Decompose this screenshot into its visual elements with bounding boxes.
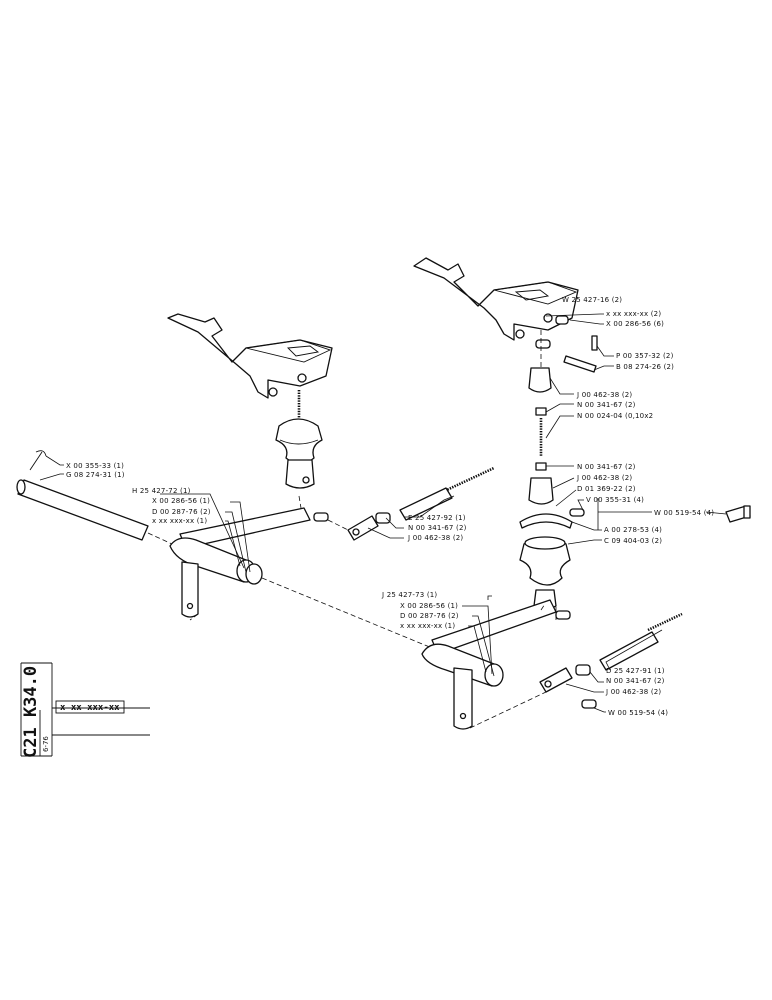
- assembly-guide-lines: [147, 330, 557, 729]
- callout-upper-clevis: J 00 462-38 (2): [576, 391, 632, 399]
- callout-right-link: D 25 427-91 (1): [606, 667, 665, 675]
- callout-right-unit: x xx xxx-xx (1): [400, 622, 455, 630]
- leader-lines: [39, 313, 727, 713]
- callout-left-unit: x xx xxx-xx (1): [152, 517, 207, 525]
- callout-clevis-pin: D 01 369-22 (2): [577, 485, 636, 493]
- callout-right-bushing-a: X 00 286-56 (1): [400, 602, 458, 610]
- group-code: C21 K34.0: [21, 666, 41, 758]
- callout-upper-nut: N 00 341-67 (2): [577, 401, 636, 409]
- right-pedal-assembly: [413, 257, 751, 610]
- callout-right-nut: N 00 341-67 (2): [606, 677, 665, 685]
- left-pedal-assembly: [167, 313, 333, 489]
- rod-assembly: [16, 450, 149, 541]
- right-link-rod: [539, 612, 683, 709]
- title-block: C21 K34.0 6-76 x xx xxx-xx: [20, 662, 150, 758]
- callout-retaining-pin: V 00 355-31 (4): [586, 496, 644, 504]
- callout-right-spring-pin: W 00 519-54 (4): [608, 709, 668, 717]
- callout-left-nut: N 00 341-67 (2): [408, 524, 467, 532]
- callout-labels: X 00 355-33 (1) G 08 274-31 (1) H 25 427…: [66, 296, 714, 717]
- callout-left-clevis: J 00 462-38 (2): [407, 534, 463, 542]
- callout-right-bushing-b: D 00 287-76 (2): [400, 612, 459, 620]
- callout-threaded-rod: N 00 024-04 (0,10x2: [577, 412, 653, 420]
- callout-left-link: E 25 427-92 (1): [408, 514, 466, 522]
- reference-number: x xx xxx-xx: [60, 703, 120, 713]
- callout-pedal-bushing: X 00 286-56 (6): [606, 320, 664, 328]
- callout-left-bushing-a: X 00 286-56 (1): [152, 497, 210, 505]
- callout-pedal-assembly: W 25 427-16 (2): [562, 296, 622, 304]
- callout-left-bushing-b: D 00 287-76 (2): [152, 508, 211, 516]
- callout-boot: C 09 404-03 (2): [604, 537, 662, 545]
- title-date: 6-76: [42, 736, 50, 752]
- callout-pedal-shaft: B 08 274-26 (2): [616, 363, 674, 371]
- callout-pedal-unit: x xx xxx-xx (2): [606, 310, 661, 318]
- callout-pedal-pin: P 00 357-32 (2): [616, 352, 674, 360]
- callout-washer: A 00 278-53 (4): [604, 526, 662, 534]
- callout-rod-clip: X 00 355-33 (1): [66, 462, 124, 470]
- callout-right-clevis: J 00 462-38 (2): [605, 688, 661, 696]
- callout-right-lever: J 25 427-73 (1): [381, 591, 437, 599]
- callout-spring-pin: W 00 519-54 (4): [654, 509, 714, 517]
- callout-left-lever: H 25 427-72 (1): [132, 487, 191, 495]
- callout-rod: G 08 274-31 (1): [66, 471, 125, 479]
- callout-lower-clevis: J 00 462-38 (2): [576, 474, 632, 482]
- right-lever-assembly: [421, 599, 571, 730]
- callout-lower-nut: N 00 341-67 (2): [577, 463, 636, 471]
